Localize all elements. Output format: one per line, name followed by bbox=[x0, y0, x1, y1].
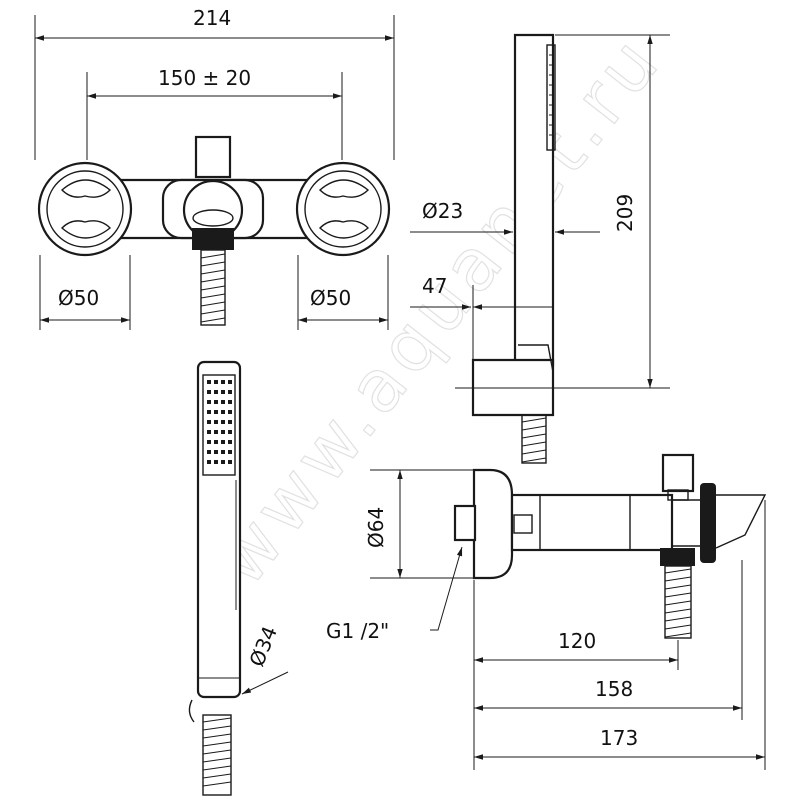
dim-body-dia: Ø64 bbox=[364, 507, 388, 548]
dim-hand-shower-dia: Ø34 bbox=[244, 623, 282, 670]
thread-label: G1 /2" bbox=[326, 619, 389, 643]
dim-overall-width: 214 bbox=[193, 6, 231, 30]
handle-side-view: 209 Ø23 47 bbox=[410, 33, 670, 464]
dim-depth-173: 173 bbox=[600, 726, 638, 750]
dim-handle-offset: 47 bbox=[422, 274, 447, 298]
hand-shower-view: Ø34 bbox=[188, 360, 289, 796]
front-view: 214 150 ± 20 Ø50 Ø50 bbox=[34, 6, 395, 330]
dim-center-distance: 150 ± 20 bbox=[158, 66, 251, 90]
dim-depth-158: 158 bbox=[595, 677, 633, 701]
dim-handle-height: 209 bbox=[613, 194, 637, 232]
dim-left-flange: Ø50 bbox=[58, 286, 99, 310]
mixer-side-view: Ø64 G1 /2" 120 158 173 bbox=[326, 453, 767, 770]
dim-handle-dia: Ø23 bbox=[422, 199, 463, 223]
dim-right-flange: Ø50 bbox=[310, 286, 351, 310]
dim-depth-120: 120 bbox=[558, 629, 596, 653]
